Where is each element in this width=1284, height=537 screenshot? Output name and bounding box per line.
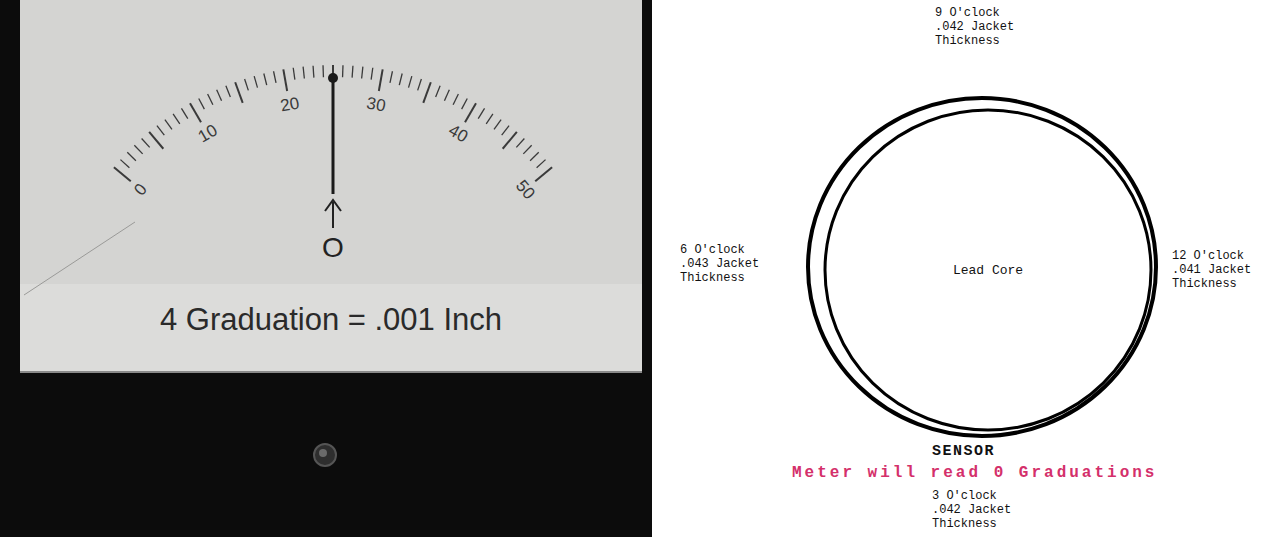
scale-tick <box>516 138 524 147</box>
scale-number: 10 <box>195 121 221 148</box>
scale-tick <box>494 120 501 130</box>
scale-tick <box>537 160 546 168</box>
face-edge <box>20 371 642 373</box>
sensor-label: SENSOR <box>932 443 995 460</box>
screw <box>314 444 336 466</box>
thickness-note: 6 O'clock .043 Jacket Thickness <box>680 243 766 285</box>
scale-tick <box>465 103 476 122</box>
scale-tick <box>142 138 150 147</box>
scale-tick <box>165 120 172 130</box>
core-outline <box>825 110 1151 430</box>
scale-tick <box>436 86 440 97</box>
core-label: Lead Core <box>953 263 1023 278</box>
zero-marker: O <box>322 232 344 264</box>
scale-tick <box>114 167 131 181</box>
scale-number: 0 <box>131 180 152 200</box>
screw-highlight <box>319 449 327 457</box>
scale-tick <box>264 73 267 85</box>
scale-tick <box>235 82 243 103</box>
scale-tick <box>523 145 531 154</box>
scale-tick <box>462 98 468 109</box>
meter-face-band <box>20 284 642 372</box>
thickness-note: 9 O'clock .042 Jacket Thickness <box>935 6 1021 48</box>
scale-tick <box>444 90 449 101</box>
scale-tick <box>418 79 422 90</box>
jacket-outline <box>808 98 1156 436</box>
scale-tick <box>157 126 164 135</box>
needle-pivot <box>328 73 338 83</box>
scale-tick <box>362 67 363 79</box>
needle <box>332 78 335 194</box>
scale-tick <box>217 90 222 101</box>
zero-arrow <box>332 202 334 228</box>
lead-core: Lead Core <box>823 108 1153 432</box>
scale-tick <box>503 132 517 149</box>
scale-tick <box>371 68 373 80</box>
thickness-note: 3 O'clock .042 Jacket Thickness <box>932 489 1018 531</box>
scale-tick <box>199 98 205 109</box>
scale-tick <box>274 71 276 83</box>
scale-tick <box>322 65 324 77</box>
scale-tick <box>226 86 230 97</box>
scale-tick <box>245 79 249 90</box>
scale-tick <box>423 82 431 103</box>
scale-tick <box>502 126 509 135</box>
thickness-note: 12 O'clock .041 Jacket Thickness <box>1172 249 1258 291</box>
scale-tick <box>399 73 402 85</box>
scale-tick <box>478 108 484 118</box>
scale-tick <box>453 94 458 105</box>
scale-tick <box>120 160 129 168</box>
scale-tick <box>486 114 493 124</box>
scale-number: 20 <box>279 93 301 116</box>
scale-tick <box>293 68 295 80</box>
meter-housing <box>0 0 652 537</box>
scale-tick <box>342 65 344 77</box>
scale-tick <box>351 66 353 78</box>
scale-tick <box>535 167 552 181</box>
scale-tick <box>530 152 539 160</box>
scale-number: 30 <box>365 93 387 116</box>
scale-tick <box>379 69 383 91</box>
scale-tick <box>190 103 201 122</box>
meter-reading-note: Meter will read 0 Graduations <box>792 464 1157 482</box>
scale-tick <box>390 71 392 83</box>
scale-tick <box>312 66 314 78</box>
meter-face <box>20 0 642 372</box>
scale-tick <box>134 145 142 154</box>
scale-number: 40 <box>445 121 471 148</box>
scale-tick <box>127 152 136 160</box>
scale-tick <box>254 76 257 88</box>
scale-tick <box>303 67 304 79</box>
scale-caption: 4 Graduation = .001 Inch <box>20 302 642 338</box>
scale-tick <box>173 114 180 124</box>
scale-tick <box>181 108 187 118</box>
scale-tick <box>208 94 213 105</box>
glare-line <box>24 222 135 295</box>
scale-number: 50 <box>511 177 538 204</box>
scale-tick <box>149 132 163 149</box>
scale-tick <box>409 76 412 88</box>
zero-arrowhead <box>325 200 341 211</box>
scale-tick <box>283 69 287 91</box>
